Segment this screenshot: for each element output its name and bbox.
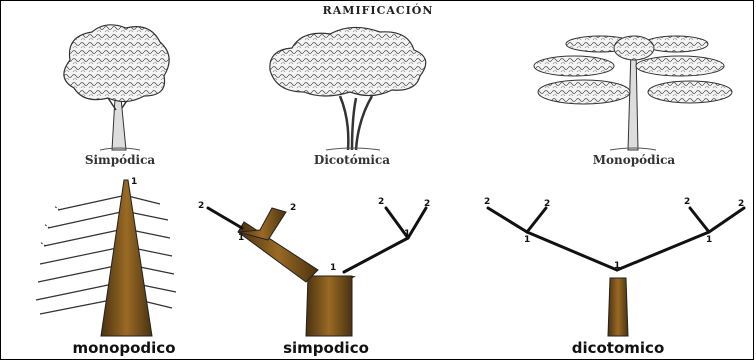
dicotomico-number: 2 — [484, 197, 490, 207]
caption-simpodica: Simpódica — [40, 153, 200, 167]
monopodico-diagram: 1 — [36, 177, 176, 336]
dicotomico-number: 1 — [524, 235, 530, 245]
simpodico-number: 2 — [424, 199, 430, 209]
label-dicotomico: dicotomico — [538, 339, 698, 357]
dicotomica-tree-drawing — [270, 27, 426, 150]
monopodico-number: 1 — [131, 177, 137, 187]
caption-dicotomica: Dicotómica — [272, 153, 432, 167]
simpodico-number: 2 — [378, 197, 384, 207]
simpodico-diagram: 2 2 1 1 1 2 2 — [198, 197, 430, 336]
label-monopodico: monopodico — [44, 339, 204, 357]
dicotomico-diagram: 2 2 1 1 1 2 2 — [484, 197, 744, 336]
dicotomico-number: 1 — [706, 235, 712, 245]
dicotomico-number: 2 — [544, 199, 550, 209]
dicotomico-number: 1 — [614, 261, 620, 271]
dicotomico-number: 2 — [738, 199, 744, 209]
simpodico-number: 2 — [198, 201, 204, 211]
simpodico-number: 1 — [238, 233, 244, 243]
monopodica-tree-drawing — [534, 36, 732, 150]
dicotomico-number: 2 — [684, 197, 690, 207]
simpodica-tree-drawing — [64, 25, 169, 150]
simpodico-number: 1 — [404, 229, 410, 239]
label-simpodico: simpodico — [246, 339, 406, 357]
caption-monopodica: Monopódica — [554, 153, 714, 167]
simpodico-number: 2 — [290, 203, 296, 213]
simpodico-number: 1 — [330, 263, 336, 273]
